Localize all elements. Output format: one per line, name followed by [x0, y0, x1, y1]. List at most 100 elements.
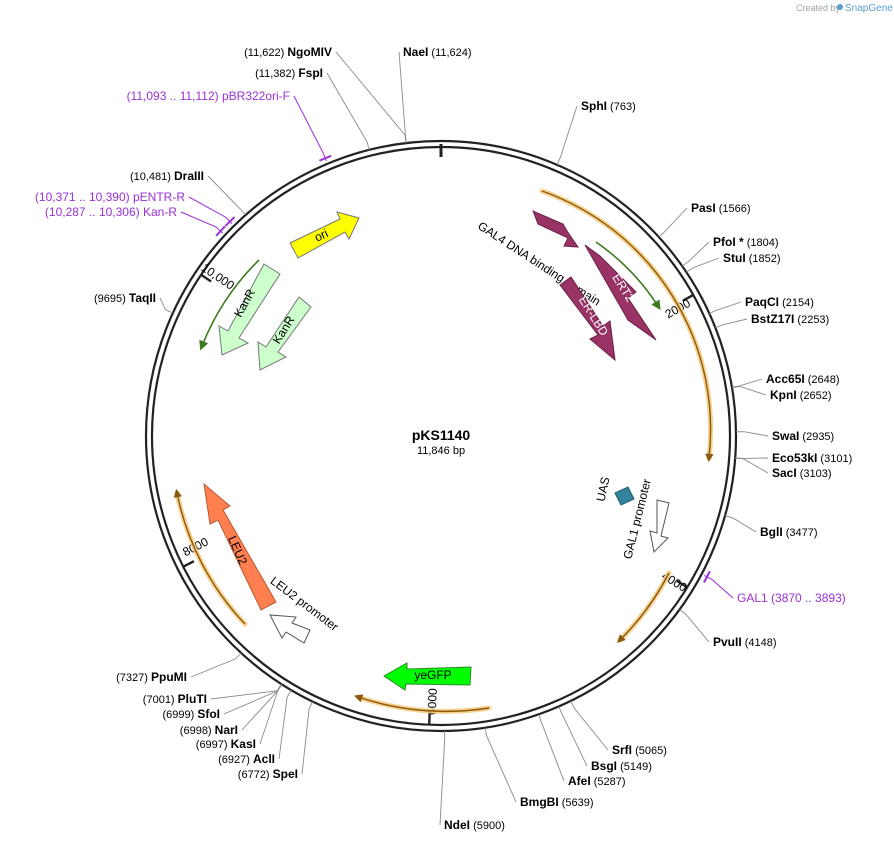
enzyme-leader-line: [259, 684, 283, 745]
enzyme-site-label: (6997) KasI: [196, 737, 256, 751]
enzyme-leader-line: [398, 51, 407, 144]
scale-tick: [676, 579, 688, 589]
yegfp-feature: [383, 662, 472, 691]
primer-leader-line: [293, 95, 327, 162]
primer-leader-line: [188, 196, 233, 224]
leu2-track-arrow: [173, 488, 246, 625]
gal1-track-arrow: [617, 572, 670, 643]
enzyme-leader-line: [159, 297, 174, 314]
enzyme-site-label: (6772) SpeI: [238, 767, 298, 781]
enzyme-site-label: SwaI (2935): [772, 429, 834, 443]
site-labels: (11,622) NgoMIV NaeI (11,624) (11,382) Fsp…: [35, 45, 852, 832]
snapgene-logo-icon: [837, 4, 843, 10]
enzyme-leader-line: [335, 51, 407, 144]
enzyme-site-label: BsgI (5149): [591, 759, 652, 773]
primer-label: (10,371 .. 10,390) pENTR-R: [35, 190, 185, 204]
enzyme-leader-line: [326, 72, 370, 150]
scale-tick: [682, 293, 694, 302]
ori-label: ori: [312, 226, 330, 244]
enzyme-site-label: (6927) AclI: [218, 752, 275, 766]
ert2-direction-arrow: [595, 241, 661, 311]
yegfp-track-arrow: [354, 694, 490, 712]
primer-label: (10,287 .. 10,306) Kan-R: [45, 205, 177, 219]
enzyme-leader-line: [658, 207, 688, 238]
enzyme-site-label: (10,481) DraIII: [130, 169, 204, 183]
enzyme-leader-line: [731, 378, 763, 388]
enzyme-leader-line: [735, 457, 769, 474]
enzyme-site-label: (6998) NarI: [180, 723, 238, 737]
enzyme-leader-line: [686, 257, 720, 273]
enzyme-site-label: NdeI (5900): [444, 818, 505, 832]
enzyme-site-label: KpnI (2652): [770, 388, 832, 402]
enzyme-leader-line: [558, 706, 588, 767]
er-lbd-feature: [559, 276, 616, 362]
ert2-feature: [584, 244, 657, 341]
enzyme-site-label: (11,622) NgoMIV: [244, 45, 332, 59]
enzyme-site-label: PaqCI (2154): [745, 295, 814, 309]
enzyme-leader-line: [735, 431, 769, 437]
enzyme-site-label: PasI (1566): [691, 201, 751, 215]
gal1-promoter-feature: [649, 499, 670, 554]
enzyme-site-label: (6999) SfoI: [162, 707, 220, 721]
scale-tick: [200, 273, 212, 283]
enzyme-site-label: SphI (763): [581, 99, 636, 113]
kanr-outer-feature: [218, 263, 281, 356]
watermark-brand: SnapGene: [845, 3, 893, 14]
enzyme-site-label: (9695) TaqII: [94, 291, 156, 305]
leu2-feature: [203, 482, 277, 611]
enzyme-site-label: (11,382) FspI: [255, 66, 323, 80]
enzyme-site-label: SacI (3103): [772, 466, 832, 480]
primer-binding-mark: [215, 225, 226, 237]
ori-feature: [289, 211, 360, 259]
primer-label: GAL1 (3870 .. 3893): [737, 591, 846, 605]
watermark-created-by: Created by: [796, 3, 841, 13]
uas-feature: [614, 486, 635, 506]
enzyme-site-label: PvuII (4148): [713, 635, 777, 649]
enzyme-site-label: BmgBI (5639): [520, 795, 594, 809]
enzyme-leader-line: [190, 652, 242, 678]
enzyme-leader-line: [681, 241, 710, 267]
enzyme-leader-line: [679, 609, 710, 643]
enzyme-leader-line: [207, 175, 246, 216]
enzyme-leader-line: [301, 701, 314, 775]
plasmid-name: pKS1140: [412, 427, 471, 443]
enzyme-site-label: Eco53kI (3101): [772, 451, 852, 465]
site-leader-lines: [159, 51, 769, 826]
gal4-dbd-feature: [532, 210, 580, 248]
enzyme-leader-line: [556, 105, 578, 166]
enzyme-site-label: (7327) PpuMI: [116, 670, 187, 684]
enzyme-leader-line: [210, 683, 282, 700]
enzyme-site-label: SrfI (5065): [612, 743, 667, 757]
gal1-track-halo: [617, 570, 672, 643]
plasmid-length: 11,846 bp: [417, 445, 465, 457]
enzyme-leader-line: [715, 318, 748, 329]
enzyme-site-label: PfoI * (1804): [713, 235, 779, 249]
uas-label: UAS: [594, 476, 613, 503]
enzyme-leader-line: [439, 730, 446, 826]
primer-binding-mark: [319, 154, 332, 162]
enzyme-leader-line: [538, 714, 565, 782]
enzyme-leader-line: [484, 727, 517, 803]
enzyme-site-label: AfeI (5287): [568, 774, 626, 788]
yegfp-track-halo: [355, 694, 492, 714]
enzyme-site-label: Acc65I (2648): [766, 372, 840, 386]
primer-leader-line: [704, 575, 734, 599]
primer-label: (11,093 .. 11,112) pBR322ori-F: [127, 89, 290, 103]
enzyme-site-label: (7001) PluTI: [143, 692, 207, 706]
primer-binding-mark: [703, 570, 711, 583]
enzyme-leader-line: [278, 689, 292, 760]
backbone-outer-ring: [144, 139, 738, 733]
primer-leader-line: [180, 211, 224, 234]
enzyme-leader-line: [223, 684, 283, 715]
enzyme-site-label: BstZ17I (2253): [751, 312, 829, 326]
enzyme-site-label: NaeI (11,624): [403, 45, 472, 59]
enzyme-leader-line: [709, 301, 742, 314]
primer-binding-mark: [224, 216, 236, 227]
enzyme-leader-line: [731, 386, 767, 396]
yegfp-label: yeGFP: [414, 668, 451, 682]
enzyme-site-label: BglI (3477): [760, 525, 818, 539]
kanr-direction-arrow: [199, 259, 260, 351]
enzyme-leader-line: [724, 515, 757, 533]
kanr-inner-feature: [257, 296, 312, 371]
